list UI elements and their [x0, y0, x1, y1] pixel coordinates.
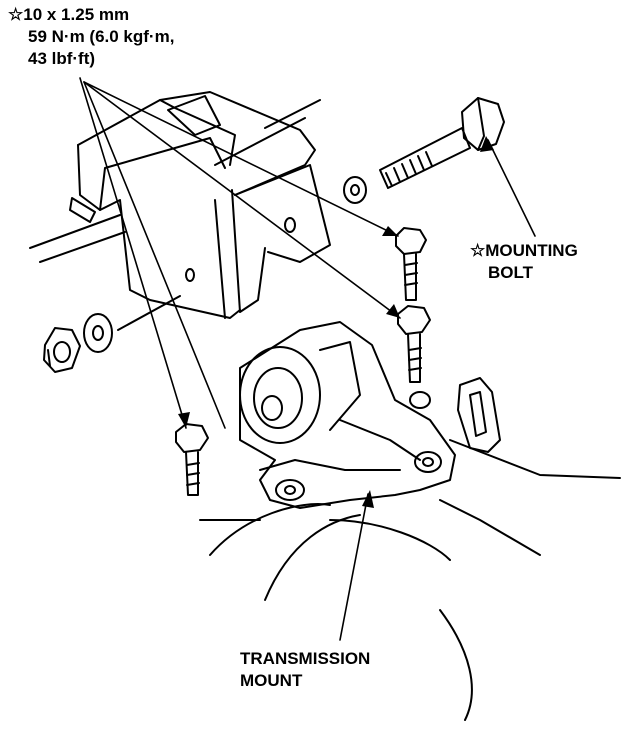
torque-lbf-text: 43 lbf·ft)	[28, 49, 96, 68]
bolt-lower-left	[175, 423, 209, 496]
leader-arrowheads	[178, 226, 400, 428]
frame-rails	[29, 99, 321, 263]
transmission-mount-text1: TRANSMISSION	[240, 649, 371, 668]
transmission-mount-label: TRANSMISSION MOUNT	[240, 648, 370, 692]
transmission-mount-text2: MOUNT	[240, 671, 303, 690]
leader-transmission-mount	[339, 493, 369, 641]
torque-nm-text: 59 N·m (6.0 kgf·m,	[28, 27, 175, 46]
transmission-housing	[199, 503, 473, 721]
mounting-bolt-text2: BOLT	[488, 263, 534, 282]
spec-leaders	[79, 77, 401, 429]
mounting-bolt-line1: ☆MOUNTING	[470, 240, 578, 262]
star-marker: ☆	[8, 5, 24, 24]
bolt-upper	[395, 227, 427, 301]
washer-left	[83, 313, 113, 353]
washer-right	[343, 176, 367, 204]
mounting-bolt-label: ☆MOUNTING BOLT	[470, 240, 578, 284]
arrow-mounting-bolt	[480, 136, 494, 152]
leader-mounting-bolt	[487, 139, 536, 237]
mounting-bolt	[379, 97, 505, 189]
mounting-bolt-text1: MOUNTING	[485, 241, 578, 260]
mount-bracket	[69, 91, 331, 319]
torque-spec-line1: ☆10 x 1.25 mm	[8, 4, 174, 26]
torque-spec-label: ☆10 x 1.25 mm 59 N·m (6.0 kgf·m, 43 lbf·…	[8, 4, 174, 70]
leader-washer	[117, 295, 181, 331]
bolt-size-text: 10 x 1.25 mm	[23, 5, 130, 24]
nut-left	[43, 327, 81, 373]
transmission-mount-body	[239, 321, 621, 556]
star-marker: ☆	[470, 241, 486, 260]
arrow-transmission-mount	[362, 490, 374, 508]
bolt-middle	[397, 305, 431, 383]
